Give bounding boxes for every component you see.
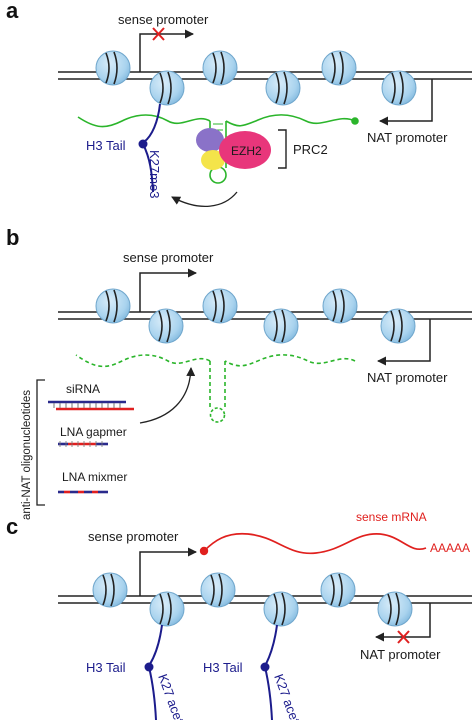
lna-gapmer-icon <box>58 441 108 447</box>
h3-tail-a <box>138 103 161 193</box>
nat-rna-b-dashed <box>75 354 356 423</box>
panel-b-letter: b <box>6 225 19 250</box>
prc2-bracket <box>278 129 287 169</box>
block-x-icon-c <box>397 630 410 644</box>
nucleosome <box>95 50 131 86</box>
block-x-icon-a <box>152 27 165 41</box>
nucleosome <box>265 70 301 106</box>
k27-acetyl-label-1: K27 acetyl <box>155 672 190 720</box>
nat-promoter-arrow-b <box>377 319 431 366</box>
sense-promoter-arrow-a <box>139 29 194 72</box>
prc2-complex: EZH2 <box>196 128 271 170</box>
h3-tail-label-c-1: H3 Tail <box>86 660 126 675</box>
nucleosome <box>380 308 416 344</box>
ezh2-subunit <box>219 131 271 169</box>
panel-a: a sense promoter NAT promoter <box>6 0 472 208</box>
nucleosome <box>320 572 356 608</box>
nat-promoter-label-b: NAT promoter <box>367 370 448 385</box>
nucleosome <box>263 308 299 344</box>
nat-promoter-arrow-a <box>379 79 433 126</box>
nucleosome <box>95 288 131 324</box>
sense-mrna-label: sense mRNA <box>356 510 427 524</box>
nucleosome <box>321 50 357 86</box>
nat-promoter-label-a: NAT promoter <box>367 130 448 145</box>
k27me3-label: K27me3 <box>147 150 162 198</box>
nucleosome <box>202 50 238 86</box>
nucleosome <box>322 288 358 324</box>
targeting-arrow <box>139 367 196 424</box>
nucleosome <box>149 70 185 106</box>
nucleosome <box>263 591 299 627</box>
sirna-duplex-icon <box>48 400 134 411</box>
nat-promoter-arrow-c <box>375 603 431 642</box>
sense-promoter-arrow-c <box>139 547 197 596</box>
k27-acetyl-label-2: K27 acetyl <box>271 672 306 720</box>
panel-b: b sense promoter NAT promoter <box>6 225 472 520</box>
lna-mixmer-label: LNA mixmer <box>62 470 127 484</box>
mrna-cap-dot <box>199 546 209 556</box>
sense-mrna <box>199 532 427 556</box>
sense-promoter-arrow-b <box>139 268 197 312</box>
nucleosome <box>149 591 185 627</box>
oligo-bracket <box>36 379 45 506</box>
h3-tail-c-2 <box>260 624 278 720</box>
nucleosome <box>377 591 413 627</box>
nucleosome <box>148 308 184 344</box>
panel-c: c sense promoter sense mRNA AAAAA NAT pr… <box>6 510 472 720</box>
h3-tail-c-1 <box>144 624 163 720</box>
oligo-group-label: anti-NAT oligonucleotides <box>21 390 33 520</box>
nucleosome <box>200 572 236 608</box>
lna-gapmer-label: LNA gapmer <box>60 425 127 439</box>
methylation-arrow <box>171 191 238 208</box>
sense-promoter-label-a: sense promoter <box>118 12 209 27</box>
polya-tail-label: AAAAA <box>430 541 470 555</box>
nucleosome <box>202 288 238 324</box>
sense-promoter-label-c: sense promoter <box>88 529 179 544</box>
h3-tail-label-c-2: H3 Tail <box>203 660 243 675</box>
panel-c-letter: c <box>6 514 18 539</box>
nucleosome <box>381 70 417 106</box>
ezh2-label: EZH2 <box>231 144 262 158</box>
nat-rna-start-dot <box>351 117 359 125</box>
nucleosome <box>92 572 128 608</box>
sense-promoter-label-b: sense promoter <box>123 250 214 265</box>
prc2-label: PRC2 <box>293 142 328 157</box>
h3-tail-label-a: H3 Tail <box>86 138 126 153</box>
sirna-label: siRNA <box>66 382 100 396</box>
panel-a-letter: a <box>6 0 19 23</box>
nat-promoter-label-c: NAT promoter <box>360 647 441 662</box>
